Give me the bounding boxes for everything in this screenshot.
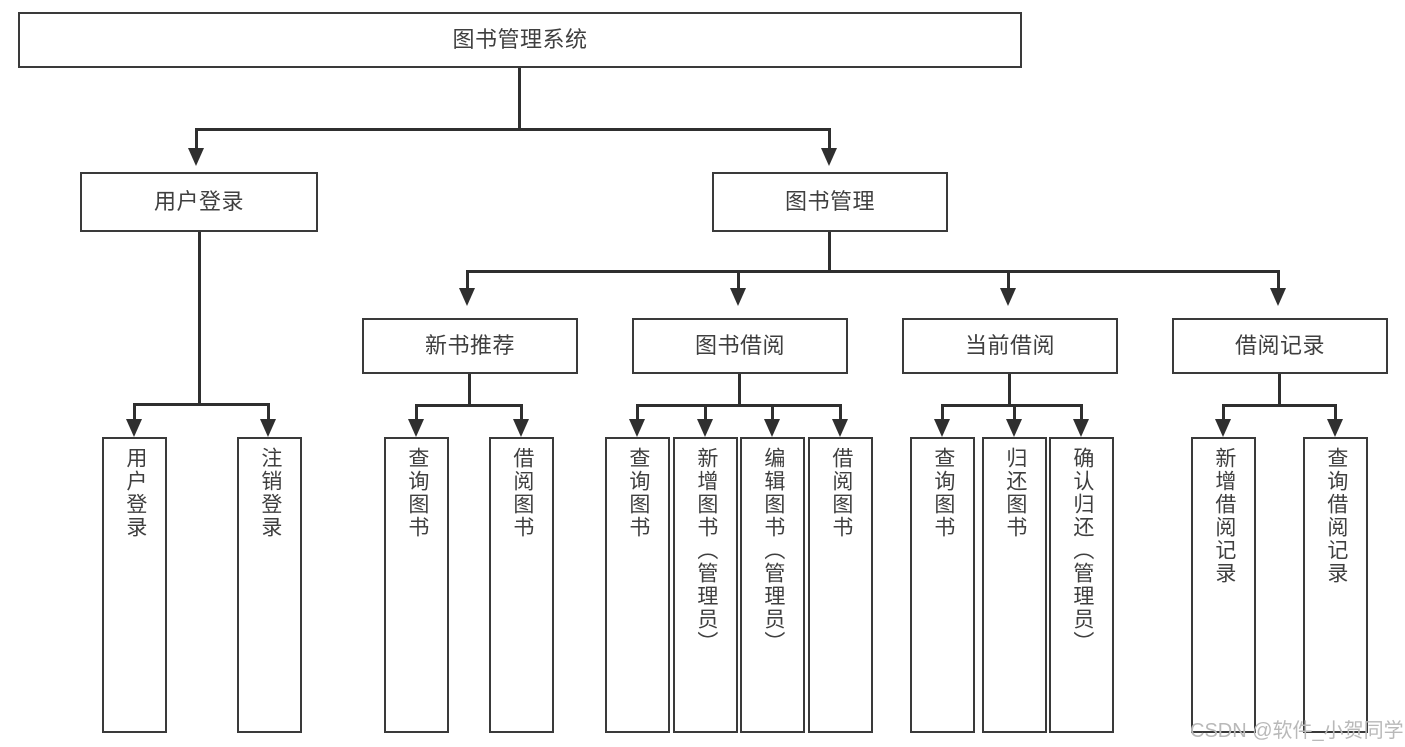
connector-level2-bus: [466, 270, 1280, 273]
node-label: 图书管理系统: [452, 27, 588, 53]
node-label: 查询图书: [626, 447, 650, 539]
node-label: 当前借阅: [964, 333, 1055, 359]
node-label: 确认归还（管理员）: [1070, 447, 1094, 654]
arrowhead-to-book-borrow: [730, 288, 746, 306]
connector-level2-drop-3: [1007, 270, 1010, 288]
arrowhead-to-new-book-recommend: [459, 288, 475, 306]
connector-new-book-bus: [415, 404, 523, 407]
arrowhead-to-return-book: [1006, 419, 1022, 437]
arrowhead-to-query-book-3: [934, 419, 950, 437]
leaf-add-book-admin[interactable]: 新增图书（管理员）: [673, 437, 738, 733]
arrowhead-to-user-login: [188, 148, 204, 166]
connector-root-bus: [195, 128, 831, 131]
connector-book-management-stem: [828, 232, 831, 272]
leaf-query-borrow-record[interactable]: 查询借阅记录: [1303, 437, 1368, 733]
arrowhead-to-edit-book: [764, 419, 780, 437]
connector-book-borrow-bus: [636, 404, 842, 407]
arrowhead-to-confirm-return: [1073, 419, 1089, 437]
node-label: 借阅图书: [829, 447, 853, 539]
node-label: 查询图书: [931, 447, 955, 539]
node-label: 用户登录: [153, 189, 244, 215]
connector-book-borrow-drop-1: [636, 404, 639, 419]
arrowhead-to-add-borrow-record: [1215, 419, 1231, 437]
connector-root-stem: [518, 68, 521, 130]
arrowhead-to-current-borrow: [1000, 288, 1016, 306]
arrowhead-to-borrow-book-1: [513, 419, 529, 437]
arrowhead-to-add-book: [697, 419, 713, 437]
arrowhead-to-logout-leaf: [260, 419, 276, 437]
connector-book-borrow-drop-3: [771, 404, 774, 419]
node-label: 新增借阅记录: [1212, 447, 1236, 585]
connector-current-borrow-drop-3: [1080, 404, 1083, 419]
connector-root-drop-left: [195, 128, 198, 148]
arrowhead-to-user-login-leaf: [126, 419, 142, 437]
leaf-confirm-return-admin[interactable]: 确认归还（管理员）: [1049, 437, 1114, 733]
node-user-login[interactable]: 用户登录: [80, 172, 318, 232]
node-current-borrow[interactable]: 当前借阅: [902, 318, 1118, 374]
connector-level2-drop-4: [1277, 270, 1280, 288]
node-label: 查询借阅记录: [1324, 447, 1348, 585]
node-label: 借阅图书: [510, 447, 534, 539]
leaf-edit-book-admin[interactable]: 编辑图书（管理员）: [740, 437, 805, 733]
arrowhead-to-borrow-book-2: [832, 419, 848, 437]
connector-book-borrow-stem: [738, 374, 741, 406]
node-label: 归还图书: [1003, 447, 1027, 539]
connector-borrow-record-drop-1: [1222, 404, 1225, 419]
connector-book-borrow-drop-2: [704, 404, 707, 419]
node-label: 图书借阅: [694, 333, 785, 359]
node-label: 新增图书（管理员）: [694, 447, 718, 654]
connector-user-login-bus: [133, 403, 270, 406]
connector-user-login-stem: [198, 232, 201, 405]
connector-new-book-drop-1: [415, 404, 418, 419]
connector-root-drop-right: [828, 128, 831, 148]
arrowhead-to-query-book-2: [629, 419, 645, 437]
connector-user-login-drop-2: [267, 403, 270, 419]
leaf-add-borrow-record[interactable]: 新增借阅记录: [1191, 437, 1256, 733]
node-borrow-record[interactable]: 借阅记录: [1172, 318, 1388, 374]
connector-borrow-record-stem: [1278, 374, 1281, 406]
connector-current-borrow-drop-1: [941, 404, 944, 419]
leaf-logout[interactable]: 注销登录: [237, 437, 302, 733]
connector-book-borrow-drop-4: [839, 404, 842, 419]
leaf-user-login[interactable]: 用户登录: [102, 437, 167, 733]
connector-new-book-stem: [468, 374, 471, 406]
leaf-borrow-book[interactable]: 借阅图书: [808, 437, 873, 733]
leaf-borrow-book-recommend[interactable]: 借阅图书: [489, 437, 554, 733]
node-book-management[interactable]: 图书管理: [712, 172, 948, 232]
node-label: 查询图书: [405, 447, 429, 539]
connector-current-borrow-stem: [1008, 374, 1011, 406]
leaf-return-book[interactable]: 归还图书: [982, 437, 1047, 733]
connector-borrow-record-drop-2: [1334, 404, 1337, 419]
leaf-query-book-recommend[interactable]: 查询图书: [384, 437, 449, 733]
node-label: 借阅记录: [1234, 333, 1325, 359]
arrowhead-to-book-management: [821, 148, 837, 166]
leaf-query-book-current[interactable]: 查询图书: [910, 437, 975, 733]
node-label: 编辑图书（管理员）: [761, 447, 785, 654]
node-label: 注销登录: [258, 447, 282, 539]
node-label: 用户登录: [123, 447, 147, 539]
node-label: 新书推荐: [424, 333, 515, 359]
connector-new-book-drop-2: [520, 404, 523, 419]
connector-borrow-record-bus: [1222, 404, 1337, 407]
connector-current-borrow-drop-2: [1013, 404, 1016, 419]
arrowhead-to-query-book-1: [408, 419, 424, 437]
connector-level2-drop-1: [466, 270, 469, 288]
node-label: 图书管理: [784, 189, 875, 215]
arrowhead-to-query-borrow-record: [1327, 419, 1343, 437]
arrowhead-to-borrow-record: [1270, 288, 1286, 306]
connector-current-borrow-bus: [941, 404, 1083, 407]
connector-user-login-drop-1: [133, 403, 136, 419]
node-root-book-management-system[interactable]: 图书管理系统: [18, 12, 1022, 68]
leaf-query-book-borrow[interactable]: 查询图书: [605, 437, 670, 733]
node-book-borrow[interactable]: 图书借阅: [632, 318, 848, 374]
connector-level2-drop-2: [737, 270, 740, 288]
node-new-book-recommend[interactable]: 新书推荐: [362, 318, 578, 374]
